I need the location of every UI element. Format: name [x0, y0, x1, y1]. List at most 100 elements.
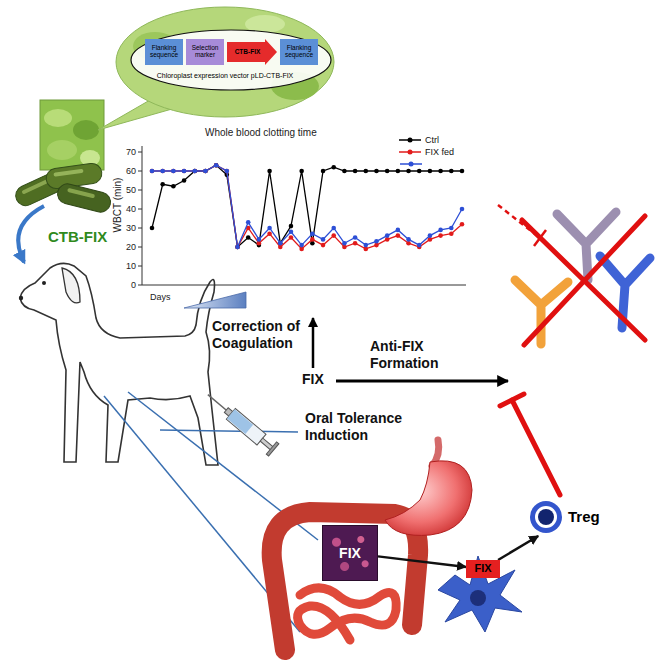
- gene-box: Flanking sequence: [145, 39, 183, 65]
- drawing-part: [449, 226, 454, 231]
- drawing-part: [406, 169, 411, 174]
- line-chart: [138, 146, 466, 285]
- drawing-part: [138, 190, 142, 191]
- drawing-part: [138, 285, 142, 286]
- drawing-part: [267, 226, 272, 231]
- drawing-part: [299, 243, 304, 248]
- drawing-part: [524, 216, 645, 345]
- tick-label: 0: [131, 280, 136, 291]
- inhibition-bar: [500, 394, 560, 495]
- node-text: FIX: [339, 546, 361, 561]
- drawing-part: [353, 241, 358, 246]
- drawing-part: [363, 169, 368, 174]
- drawing-part: [182, 169, 187, 174]
- antigen-box: FIX: [466, 560, 500, 578]
- drawing-part: [396, 233, 401, 238]
- drawing-part: [408, 150, 413, 155]
- drawing-part: [142, 146, 143, 285]
- drawing-part: [203, 169, 208, 174]
- tick-label: 10: [126, 261, 136, 272]
- gene-box: Flanking sequence: [280, 39, 318, 65]
- drawing-part: [530, 501, 562, 533]
- drawing-part: [235, 245, 240, 250]
- legend-text: Ctrl: [425, 135, 439, 145]
- antibodies: [515, 212, 650, 344]
- drawing-part: [150, 163, 465, 249]
- drawing-part: [470, 590, 486, 606]
- syringe: [203, 389, 279, 457]
- drawing-part: [310, 231, 315, 236]
- drawing-part: [460, 169, 465, 174]
- drawing-part: [289, 224, 294, 229]
- drawing-part: [438, 556, 522, 632]
- drawing-part: [214, 163, 219, 168]
- legend-text: FIX fed: [425, 147, 454, 157]
- drawing-part: [150, 226, 155, 231]
- drawing-part: [396, 228, 401, 233]
- node-text: Flanking sequence: [281, 45, 317, 59]
- drawing-part: [208, 395, 227, 411]
- legend-sample: [400, 162, 422, 167]
- capsules: [12, 162, 112, 214]
- drawing-part: [257, 237, 262, 242]
- drawing-part: [203, 169, 208, 174]
- legend-swatch: [398, 135, 422, 145]
- drawing-part: [409, 162, 414, 167]
- drawing-part: [53, 169, 83, 177]
- drawing-part: [449, 231, 454, 236]
- drawing-part: [353, 235, 358, 240]
- drawing-part: [73, 120, 99, 140]
- node-text: Treg: [568, 509, 600, 525]
- tick-label: 20: [126, 242, 136, 253]
- process-label: Oral Tolerance Induction: [305, 410, 417, 444]
- drawing-part: [138, 228, 142, 229]
- drawing-part: [408, 138, 413, 143]
- drawing-part: [152, 165, 462, 249]
- drawing-part: [535, 506, 557, 528]
- lettuce-photo: [40, 100, 104, 170]
- drawing-part: [203, 169, 208, 174]
- drawing-part: [310, 237, 315, 242]
- node-text: Flanking sequence: [146, 45, 182, 59]
- drawing-part: [363, 243, 368, 248]
- drawing-part: [385, 233, 390, 238]
- tick-label: 50: [126, 185, 136, 196]
- days-wedge: [184, 292, 246, 308]
- axis-title: Days: [150, 292, 171, 303]
- drawing-part: [498, 205, 540, 238]
- drawing-part: [182, 169, 187, 174]
- drawing-part: [182, 178, 187, 183]
- drawing-part: [267, 231, 272, 236]
- drawing-part: [225, 169, 230, 174]
- drawing-part: [406, 237, 411, 242]
- drawing-part: [289, 230, 294, 235]
- drawing-part: [62, 268, 80, 303]
- drawing-part: [42, 281, 46, 285]
- drawing-part: [298, 588, 397, 640]
- drawing-part: [460, 207, 465, 212]
- drawing-part: [417, 243, 422, 248]
- product-label: CTB-FIX: [48, 228, 107, 246]
- drawing-part: [142, 285, 466, 286]
- drawing-part: [47, 140, 77, 160]
- drawing-part: [500, 394, 524, 406]
- tissue-image: FIX: [322, 525, 378, 581]
- drawing-part: [460, 222, 465, 227]
- drawing-part: [160, 430, 298, 432]
- speech-bubble: Chloroplast expression vector pLD-CTB-FI…: [115, 6, 335, 118]
- drawing-part: [289, 235, 294, 240]
- process-label: Correction of Coagulation: [212, 318, 312, 352]
- axis-title: WBCT (min): [112, 178, 124, 233]
- drawing-part: [278, 241, 283, 246]
- digestive-tract: [272, 440, 472, 650]
- tick-label: 60: [126, 166, 136, 177]
- drawing-part: [438, 169, 443, 174]
- drawing-part: [246, 220, 251, 225]
- chart-legend: CtrlFIX fed: [398, 134, 454, 158]
- drawing-part: [40, 100, 104, 170]
- feeding-arrow: [18, 206, 44, 262]
- tick-label: 40: [126, 204, 136, 215]
- drawing-part: [138, 171, 142, 172]
- drawing-part: [331, 226, 336, 231]
- drawing-part: [374, 239, 379, 244]
